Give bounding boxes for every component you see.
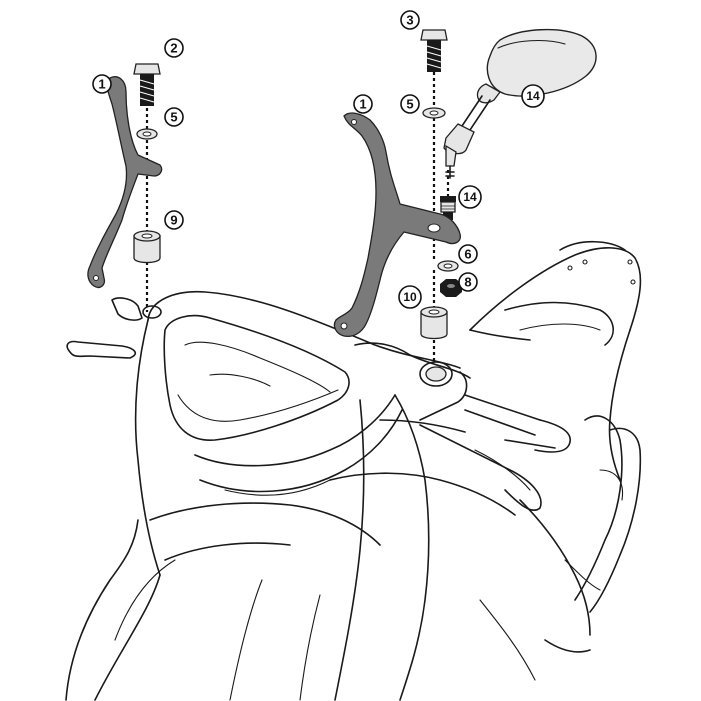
- callout-6: 6: [458, 244, 478, 264]
- svg-text:1: 1: [98, 77, 105, 92]
- svg-text:6: 6: [464, 247, 471, 262]
- svg-text:8: 8: [464, 275, 471, 290]
- mirror-14: [443, 28, 597, 179]
- scooter-body: [65, 240, 642, 701]
- svg-text:2: 2: [170, 41, 177, 56]
- callout-1-right: 1: [353, 94, 373, 114]
- bracket-left: [87, 76, 163, 289]
- svg-text:3: 3: [406, 13, 413, 28]
- svg-text:10: 10: [403, 290, 417, 304]
- bracket-right: [333, 112, 461, 338]
- callout-5-left: 5: [164, 107, 184, 127]
- bolt-3: [420, 29, 448, 72]
- svg-text:1: 1: [359, 97, 366, 112]
- spacer-9: [133, 230, 161, 264]
- bolt-2: [133, 63, 161, 106]
- svg-text:14: 14: [526, 89, 540, 103]
- callouts: 1 1 2 3 5 5 6 8: [92, 10, 545, 309]
- callout-5-right: 5: [400, 94, 420, 114]
- svg-text:5: 5: [406, 97, 413, 112]
- svg-text:5: 5: [170, 110, 177, 125]
- callout-14-adapter: 14: [458, 185, 482, 209]
- callout-9: 9: [164, 210, 184, 230]
- svg-text:9: 9: [170, 213, 177, 228]
- callout-3: 3: [400, 10, 420, 30]
- svg-text:14: 14: [463, 190, 477, 204]
- spacer-10: [420, 306, 448, 340]
- hardware-parts: [133, 29, 462, 340]
- nut-8: [440, 279, 462, 297]
- callout-1-left: 1: [92, 74, 112, 94]
- callout-8: 8: [458, 272, 478, 292]
- callout-10: 10: [398, 285, 422, 309]
- callout-14-mirror: 14: [521, 84, 545, 108]
- callout-2: 2: [164, 38, 184, 58]
